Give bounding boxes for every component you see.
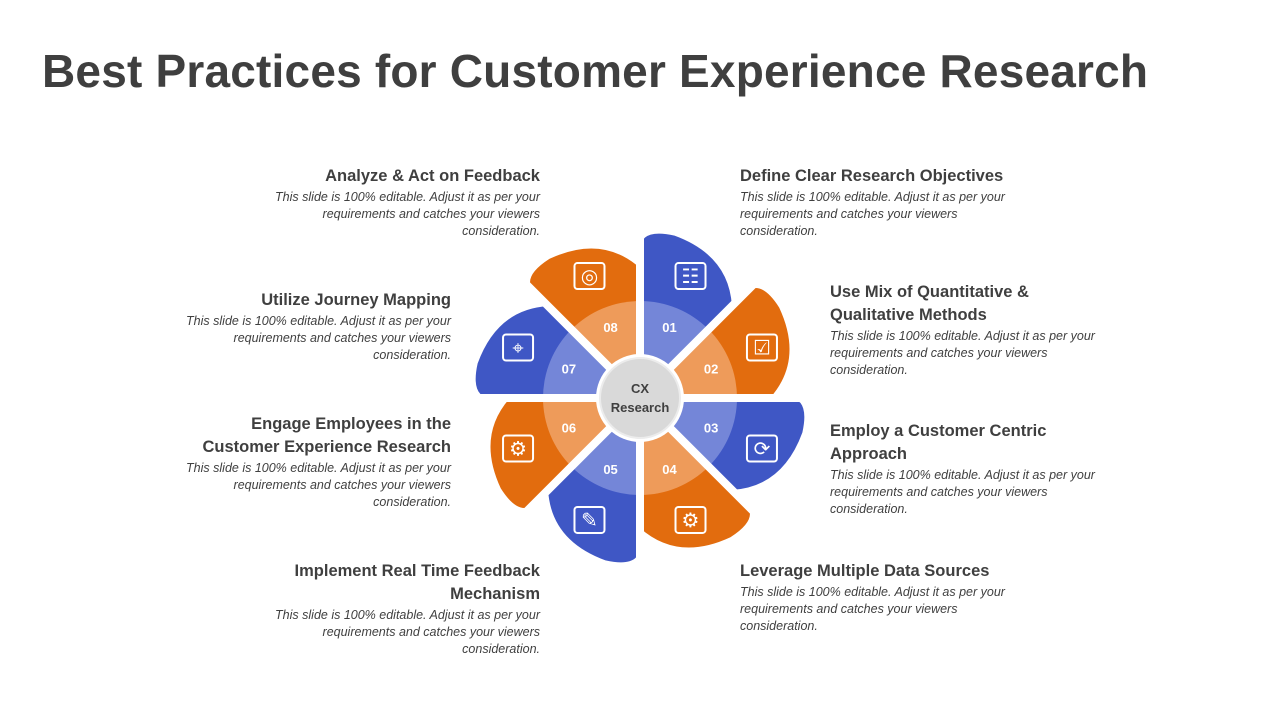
svg-text:◎: ◎ (581, 264, 598, 288)
svg-text:☷: ☷ (682, 264, 700, 288)
customer-cycle-icon: ⟳ (745, 434, 778, 463)
item-description: This slide is 100% editable. Adjust it a… (740, 585, 1005, 633)
page-title: Best Practices for Customer Experience R… (42, 45, 1149, 97)
svg-text:✎: ✎ (581, 508, 598, 532)
svg-text:⚙: ⚙ (509, 437, 527, 461)
petal-number-03: 03 (704, 420, 718, 435)
petal-number-01: 01 (662, 320, 676, 335)
journey-map-icon: ⌖ (502, 333, 535, 362)
petal-number-05: 05 (603, 462, 617, 477)
item-description: This slide is 100% editable. Adjust it a… (186, 461, 451, 509)
petal-number-06: 06 (562, 420, 576, 435)
item-07-text: Utilize Journey Mapping This slide is 10… (151, 289, 451, 364)
numbers-group: 01 02 03 04 05 06 07 08 (562, 320, 719, 477)
svg-text:⌖: ⌖ (512, 335, 523, 359)
item-heading: Utilize Journey Mapping (261, 291, 451, 309)
analytics-target-icon: ◎ (573, 262, 606, 291)
center-label-line2: Research (611, 400, 670, 415)
petal-number-04: 04 (662, 462, 677, 477)
svg-text:⟳: ⟳ (754, 437, 771, 461)
svg-text:☑: ☑ (753, 335, 771, 359)
center-label-line1: CX (631, 381, 649, 396)
item-heading: Define Clear Research Objectives (740, 167, 1004, 185)
cx-research-flower-diagram: ☷ ☑ ⟳ ⚙ ✎ ⚙ ⌖ ◎ 01 02 03 04 05 06 07 08 CX Research (440, 198, 840, 598)
petal-number-08: 08 (603, 320, 617, 335)
item-heading: Analyze & Act on Feedback (325, 167, 540, 185)
item-description: This slide is 100% editable. Adjust it a… (275, 190, 540, 238)
icons-group: ☷ ☑ ⟳ ⚙ ✎ ⚙ ⌖ ◎ (502, 262, 778, 534)
item-description: This slide is 100% editable. Adjust it a… (740, 190, 1005, 238)
item-01-text: Define Clear Research Objectives This sl… (740, 165, 1040, 240)
item-description: This slide is 100% editable. Adjust it a… (830, 329, 1095, 377)
item-description: This slide is 100% editable. Adjust it a… (275, 608, 540, 656)
petal-number-07: 07 (562, 362, 576, 377)
center-circle (599, 357, 681, 439)
data-gear-icon: ⚙ (674, 505, 707, 534)
feedback-edit-icon: ✎ (573, 505, 606, 534)
svg-text:⚙: ⚙ (682, 508, 700, 532)
item-heading: Leverage Multiple Data Sources (740, 562, 990, 580)
target-checklist-icon: ☷ (674, 262, 707, 291)
item-04-text: Leverage Multiple Data Sources This slid… (740, 560, 1040, 635)
petal-number-02: 02 (704, 362, 718, 377)
item-02-text: Use Mix of Quantitative &Qualitative Met… (830, 281, 1130, 379)
survey-settings-icon: ☑ (745, 333, 778, 362)
item-description: This slide is 100% editable. Adjust it a… (186, 314, 451, 362)
team-gear-icon: ⚙ (502, 434, 535, 463)
item-heading: Use Mix of Quantitative &Qualitative Met… (830, 283, 1029, 324)
item-description: This slide is 100% editable. Adjust it a… (830, 468, 1095, 516)
item-08-text: Analyze & Act on Feedback This slide is … (240, 165, 540, 240)
